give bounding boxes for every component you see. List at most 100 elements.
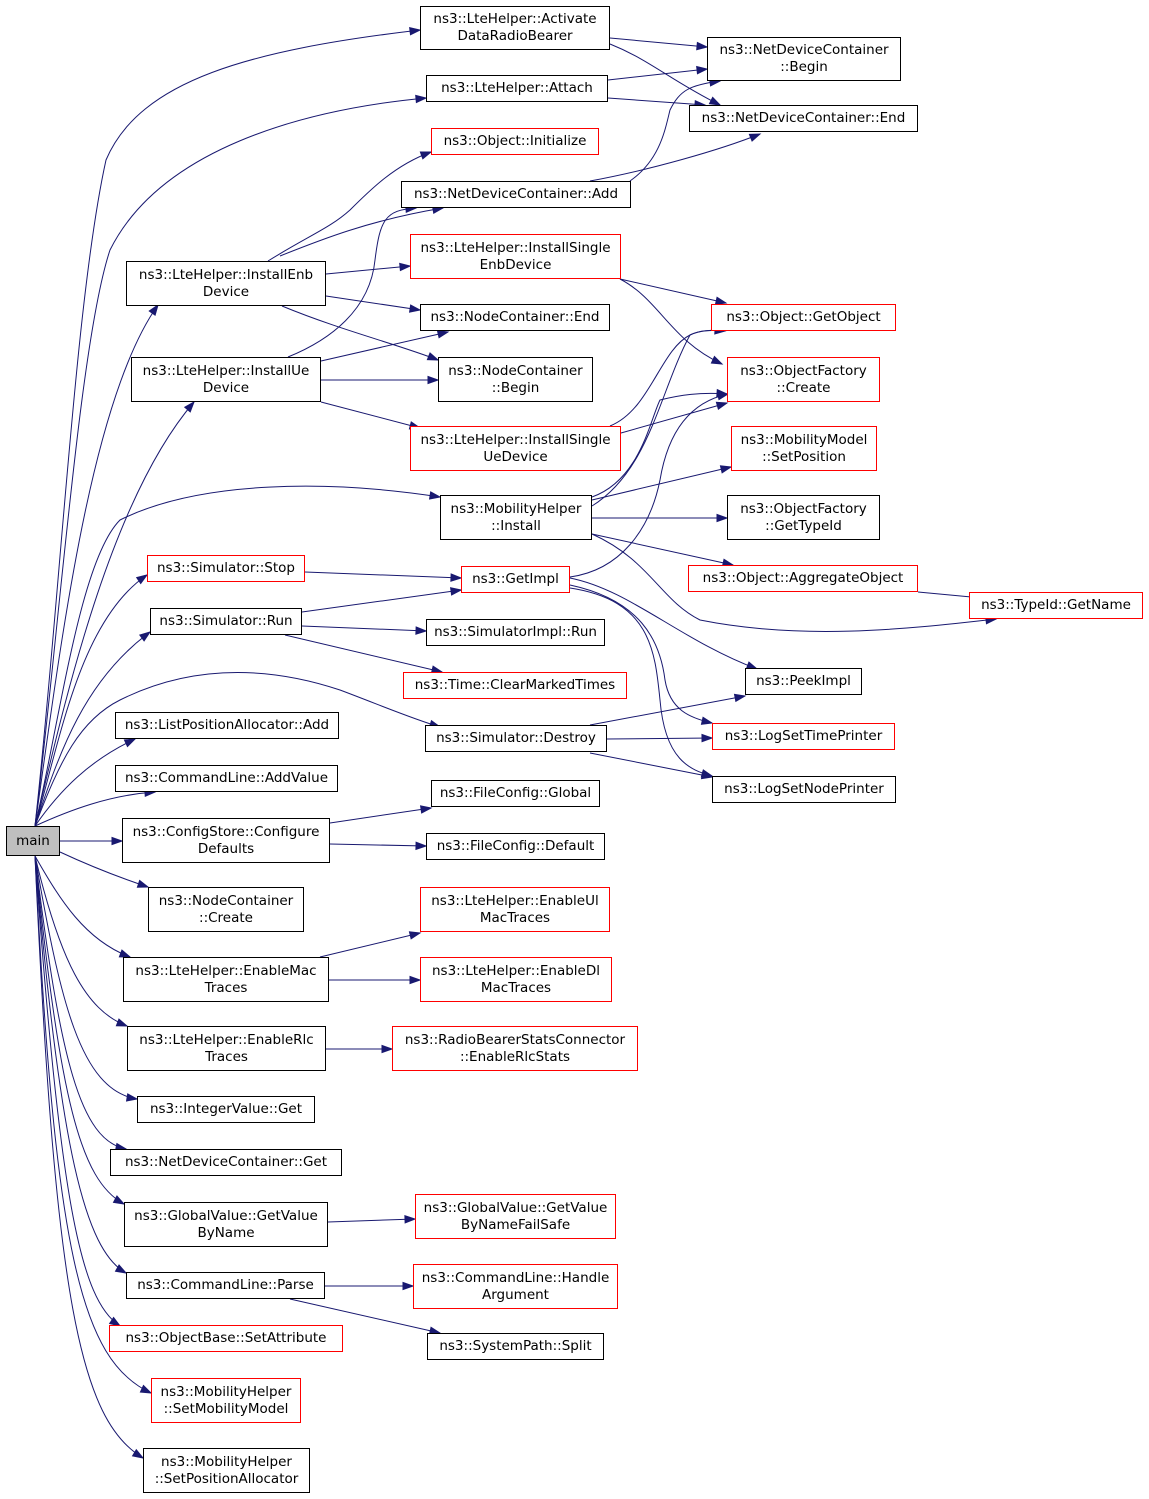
call-edge (34, 631, 151, 827)
arrowhead-icon (415, 626, 428, 635)
node-label-line: ByNameFailSafe (460, 1216, 571, 1233)
node-sim-run[interactable]: ns3::Simulator::Run (150, 608, 302, 635)
arrowhead-icon (108, 1316, 122, 1327)
node-lpa-add[interactable]: ns3::ListPositionAllocator::Add (115, 712, 339, 739)
arrowhead-icon (183, 400, 195, 413)
call-edge (607, 68, 708, 81)
node-label-line: ns3::FileConfig::Global (439, 785, 592, 801)
node-label-line: ns3::SystemPath::Split (439, 1338, 592, 1354)
arrowhead-icon (700, 716, 714, 725)
node-rbsc[interactable]: ns3::RadioBearerStatsConnector::EnableRl… (392, 1026, 638, 1071)
node-type-id-name[interactable]: ns3::TypeId::GetName (969, 592, 1143, 619)
node-iv-get[interactable]: ns3::IntegerValue::Get (137, 1096, 315, 1123)
node-nc-create[interactable]: ns3::NodeContainer::Create (148, 887, 304, 932)
arrowhead-icon (408, 931, 422, 940)
node-agg-obj[interactable]: ns3::Object::AggregateObject (688, 565, 918, 592)
arrowhead-icon (419, 151, 433, 160)
call-edge (34, 855, 127, 1274)
node-sp-split[interactable]: ns3::SystemPath::Split (427, 1333, 604, 1360)
arrowhead-icon (696, 41, 709, 51)
node-label-line: ns3::CommandLine::Parse (137, 1277, 314, 1293)
node-label-line: ns3::LteHelper::InstallEnb (138, 266, 314, 283)
node-obj-init[interactable]: ns3::Object::Initialize (431, 128, 599, 155)
node-mh-set-pos-alloc[interactable]: ns3::MobilityHelper::SetPositionAllocato… (143, 1448, 310, 1493)
node-label-line: Device (202, 379, 250, 396)
node-label-line: ns3::LogSetNodePrinter (724, 781, 884, 797)
node-label-line: ns3::LteHelper::EnableRlc (139, 1031, 314, 1048)
node-label-line: ns3::ConfigStore::Configure (132, 823, 320, 840)
node-label-line: ByName (197, 1224, 255, 1241)
node-sim-stop[interactable]: ns3::Simulator::Stop (147, 555, 305, 582)
call-edge (620, 402, 728, 434)
call-edge (34, 485, 441, 827)
call-edge (607, 97, 706, 106)
node-label-line: ns3::LteHelper::InstallSingle (420, 239, 611, 256)
node-label-line: ::GetTypeId (765, 517, 842, 534)
node-clear-marked[interactable]: ns3::Time::ClearMarkedTimes (403, 672, 627, 699)
arrowhead-icon (427, 375, 440, 385)
node-ndc-begin[interactable]: ns3::NetDeviceContainer::Begin (707, 37, 901, 81)
node-label-line: ::Install (491, 517, 541, 534)
node-log-time[interactable]: ns3::LogSetTimePrinter (712, 723, 895, 750)
node-label-line: ns3::LteHelper::Attach (441, 80, 593, 96)
node-label-line: ns3::Time::ClearMarkedTimes (414, 677, 616, 693)
node-cl-add-value[interactable]: ns3::CommandLine::AddValue (115, 765, 338, 792)
node-mh-install[interactable]: ns3::MobilityHelper::Install (440, 495, 592, 540)
arrowhead-icon (428, 491, 442, 500)
node-label-line: ::SetMobilityModel (163, 1400, 289, 1417)
arrowhead-icon (708, 96, 722, 106)
arrowhead-icon (402, 1281, 415, 1291)
arrowhead-icon (719, 465, 733, 474)
node-ndc-end[interactable]: ns3::NetDeviceContainer::End (689, 105, 918, 132)
node-label-line: ns3::ObjectFactory (740, 500, 867, 517)
node-label-line: ::Create (199, 909, 253, 926)
call-edge (619, 278, 723, 365)
node-fc-global[interactable]: ns3::FileConfig::Global (431, 780, 600, 807)
node-label-line: ::Begin (491, 379, 540, 396)
node-sim-impl-run[interactable]: ns3::SimulatorImpl::Run (426, 619, 605, 646)
call-edge (34, 855, 138, 1100)
node-nc-begin[interactable]: ns3::NodeContainer::Begin (438, 357, 593, 402)
node-of-create[interactable]: ns3::ObjectFactory::Create (727, 357, 880, 402)
call-edge (287, 207, 417, 358)
call-edge (319, 932, 421, 958)
node-peek-impl[interactable]: ns3::PeekImpl (745, 668, 862, 695)
arrowhead-icon (436, 330, 450, 339)
node-get-impl[interactable]: ns3::GetImpl (461, 566, 570, 593)
node-get-object[interactable]: ns3::Object::GetObject (711, 304, 896, 331)
node-mm-set-pos[interactable]: ns3::MobilityModel::SetPosition (731, 426, 877, 471)
arrowhead-icon (714, 296, 728, 305)
call-edge (609, 330, 726, 427)
node-ob-set-attr[interactable]: ns3::ObjectBase::SetAttribute (109, 1325, 343, 1352)
call-edge (289, 1298, 441, 1334)
node-sim-destroy[interactable]: ns3::Simulator::Destroy (425, 725, 607, 752)
call-edge (569, 584, 713, 724)
call-edge (609, 43, 721, 106)
node-cl-parse[interactable]: ns3::CommandLine::Parse (126, 1272, 325, 1299)
node-attach[interactable]: ns3::LteHelper::Attach (426, 75, 608, 102)
node-nc-end[interactable]: ns3::NodeContainer::End (420, 304, 610, 331)
call-edge (325, 295, 421, 311)
node-fc-default[interactable]: ns3::FileConfig::Default (426, 833, 605, 860)
node-mh-set-mob[interactable]: ns3::MobilityHelper::SetMobilityModel (151, 1378, 301, 1423)
node-log-node[interactable]: ns3::LogSetNodePrinter (712, 776, 896, 803)
node-label-line: ns3::ObjectBase::SetAttribute (125, 1330, 327, 1346)
node-ndc-add[interactable]: ns3::NetDeviceContainer::Add (401, 181, 631, 208)
call-edge (591, 466, 732, 501)
node-ndc-get[interactable]: ns3::NetDeviceContainer::Get (110, 1149, 342, 1176)
arrowhead-icon (125, 1093, 139, 1102)
node-of-get-type-id[interactable]: ns3::ObjectFactory::GetTypeId (727, 495, 880, 540)
